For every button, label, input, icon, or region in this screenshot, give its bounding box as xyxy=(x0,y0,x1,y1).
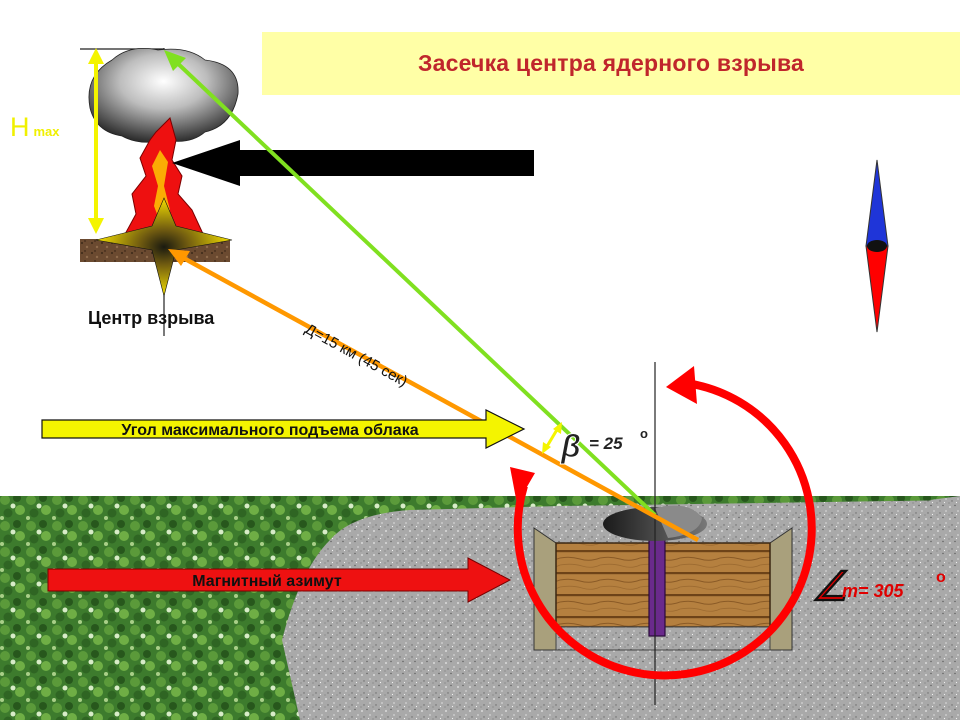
explosion-center-label: Центр взрыва xyxy=(88,308,215,328)
orange-distance-arrowhead xyxy=(168,249,190,266)
beta-value: = 25 xyxy=(589,434,623,453)
azimuth-degree-mark: о xyxy=(936,569,946,586)
green-sight-line xyxy=(170,56,657,517)
slide-title: Засечка центра ядерного взрыва xyxy=(418,50,804,76)
angle-marker-icon xyxy=(542,422,562,454)
azimuth-arc-start-arrowhead xyxy=(666,366,697,404)
magnetic-azimuth-label: Магнитный азимут xyxy=(192,573,342,590)
azimuth-symbol: ∠ xyxy=(812,565,848,609)
title-banner: Засечка центра ядерного взрыва xyxy=(262,32,960,95)
explosion-flash-star xyxy=(95,197,233,298)
azimuth-arc-end-arrowhead xyxy=(510,467,535,504)
orange-distance-line xyxy=(176,253,700,542)
black-direction-arrow xyxy=(172,140,534,186)
azimuth-value: m= 305 xyxy=(842,581,905,601)
compass-needle-icon xyxy=(865,159,889,333)
nuclear-mushroom-cloud-icon xyxy=(80,47,239,298)
elevation-angle-arrow xyxy=(41,409,526,449)
elevation-angle-label: Угол максимального подъема облака xyxy=(121,422,418,439)
distance-label: Д=15 км (45 сек) xyxy=(302,321,410,391)
magnetic-azimuth-arrow xyxy=(47,557,512,603)
h-max-dimension xyxy=(88,48,104,234)
beta-symbol: β xyxy=(560,428,581,464)
beta-degree-mark: о xyxy=(640,426,648,441)
gravel-patch-right xyxy=(930,496,960,510)
observer-post xyxy=(648,537,666,637)
azimuth-arc xyxy=(513,379,816,680)
green-sight-arrowhead xyxy=(164,50,186,71)
